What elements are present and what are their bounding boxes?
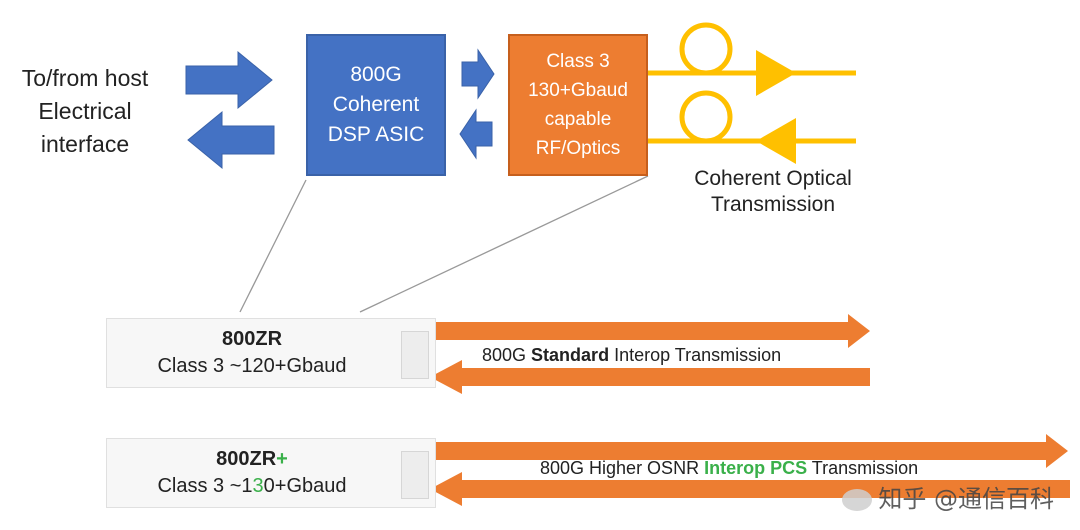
host-label-line3: interface (40, 131, 130, 157)
module1-rx-bar (460, 368, 870, 386)
connector-line-left (239, 179, 307, 313)
module2-rx-arrow-icon (430, 472, 462, 506)
module1-transmission-label: 800G Standard Interop Transmission (482, 345, 781, 366)
dsp-rf-arrow-left-icon (459, 108, 493, 160)
rf-label-line1: Class 3 (546, 51, 610, 72)
dsp-rf-arrow-right-icon (461, 48, 495, 100)
dsp-label-line3: DSP ASIC (327, 123, 425, 146)
watermark-text: 知乎 @通信百科 (878, 485, 1054, 513)
module2-sub-a: Class 3 ~1 (157, 475, 253, 497)
caption-line1: Coherent Optical (694, 167, 852, 190)
host-arrow-left-icon (187, 110, 275, 170)
host-arrow-right-icon (185, 50, 273, 110)
module1-tx-arrow-icon (436, 314, 870, 348)
fibre-tx-arrow-icon (756, 50, 796, 96)
module2-tx-green: Interop PCS (704, 458, 808, 478)
module2-title-main: 800ZR (216, 448, 277, 470)
module2-transmission-label: 800G Higher OSNR Interop PCS Transmissio… (540, 458, 918, 479)
module1-subtitle: Class 3 ~120+Gbaud (157, 355, 347, 377)
module2-title: 800ZR+ (107, 448, 397, 471)
module2-sub-b: 3 (252, 475, 264, 497)
rf-label-line3: capable (544, 109, 612, 130)
host-label-line1: To/from host (21, 65, 149, 91)
dsp-label-line2: Coherent (332, 93, 420, 116)
rf-label-line4: RF/Optics (535, 138, 621, 159)
module2-rx-bar (460, 480, 1070, 498)
rf-label-line2: 130+Gbaud (528, 80, 628, 101)
host-interface-label: To/from host Electrical interface (0, 62, 170, 161)
module2-tx-suffix: Transmission (807, 458, 919, 478)
host-label-line2: Electrical (38, 98, 132, 124)
module1-tx-suffix: Interop Transmission (609, 345, 782, 365)
module1-rx-arrow-icon (430, 360, 462, 394)
fibre-rx-arrow-icon (756, 118, 796, 164)
module2-sub-c: 0+Gbaud (263, 475, 347, 497)
wechat-icon (842, 489, 873, 511)
module1-tx-bold: Standard (531, 345, 610, 365)
dsp-asic-block: 800G Coherent DSP ASIC (306, 34, 446, 176)
watermark: 知乎 @通信百科 (842, 479, 1054, 514)
caption-line2: Transmission (710, 193, 836, 216)
module2-subtitle: Class 3 ~130+Gbaud (107, 475, 397, 498)
fibre-rx-icon (648, 90, 856, 144)
module1-tx-prefix: 800G (482, 345, 532, 365)
connector-line-right (359, 175, 649, 313)
module2-title-plus: + (276, 448, 288, 470)
rf-optics-block: Class 3 130+Gbaud capable RF/Optics (508, 34, 648, 176)
coherent-transmission-caption: Coherent Optical Transmission (668, 166, 878, 218)
module-800zr: 800ZR Class 3 ~120+Gbaud (106, 318, 436, 388)
module2-tx-arrow-icon (436, 434, 1068, 468)
module2-tx-prefix: 800G Higher OSNR (540, 458, 705, 478)
module-800zr-plus: 800ZR+ Class 3 ~130+Gbaud (106, 438, 436, 508)
module1-title: 800ZR (221, 328, 283, 350)
dsp-label-line1: 800G (350, 63, 402, 86)
fibre-tx-icon (648, 22, 856, 76)
